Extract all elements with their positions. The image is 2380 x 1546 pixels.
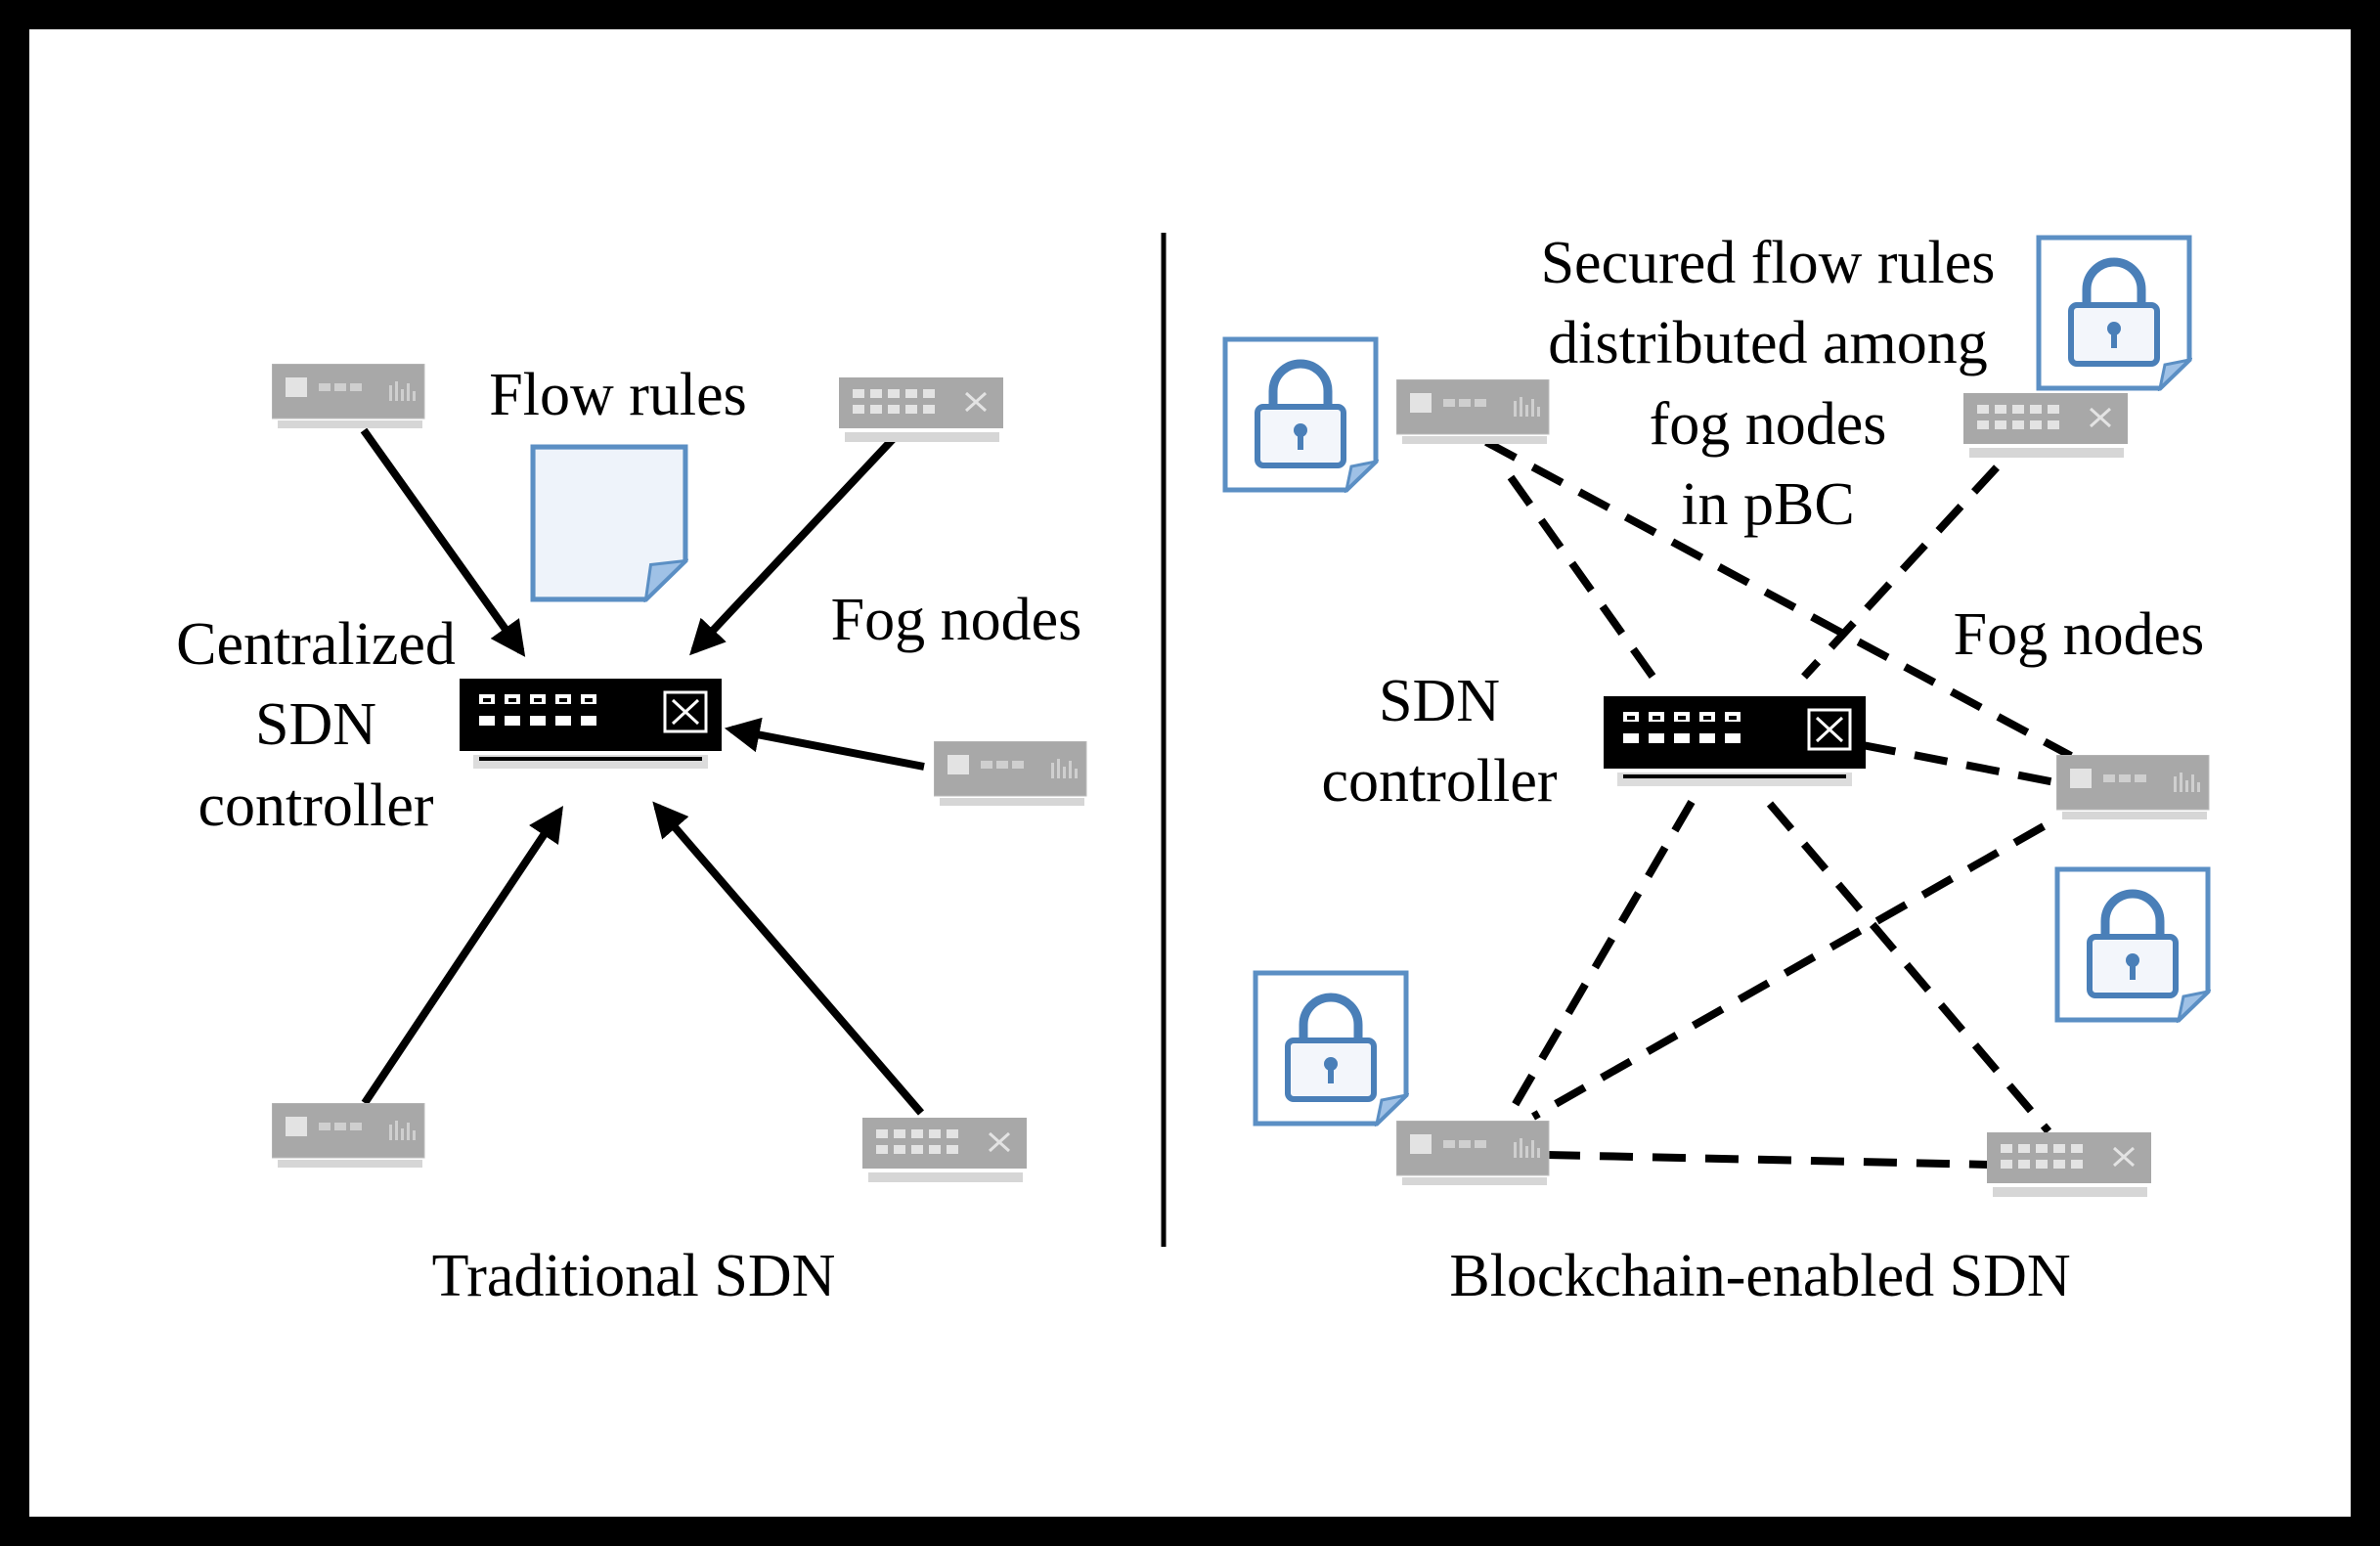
secured-flow-rules-lock-icon — [1225, 339, 1376, 490]
sdn-controller-label: SDN controller — [1321, 668, 1558, 816]
traditional-sdn-panel — [272, 364, 1087, 1184]
link-h — [1546, 1151, 1991, 1169]
pbc-dashed-links — [1484, 438, 2073, 1169]
fog-nodes-label-right: Fog nodes — [1953, 601, 2205, 668]
blockchain-sdn-caption: Blockchain-enabled SDN — [1449, 1243, 2071, 1309]
fog-nodes-label-left: Fog nodes — [830, 587, 1082, 653]
fog-node-server-icon — [1396, 1121, 1550, 1186]
fog-node-server-icon — [272, 1103, 425, 1169]
arrow-right — [724, 717, 925, 771]
traditional-sdn-caption: Traditional SDN — [431, 1243, 836, 1309]
flow-rules-label: Flow rules — [489, 362, 747, 428]
arrow-top-right — [689, 434, 898, 656]
arrow-top-left — [360, 427, 526, 657]
fog-node-server-icon — [2056, 755, 2210, 820]
secured-flow-rules-lock-icon — [2057, 869, 2208, 1020]
flow-rules-document-icon — [533, 447, 685, 599]
secured-flow-rules-lock-icon — [2039, 238, 2189, 388]
link-f — [1766, 801, 2052, 1134]
blockchain-sdn-panel — [1225, 238, 2210, 1199]
sdn-controller-icon — [1604, 696, 1868, 788]
fog-node-server-icon — [934, 741, 1087, 807]
link-g — [1531, 822, 2046, 1121]
centralized-controller-icon — [460, 679, 724, 771]
fog-node-switch-icon — [862, 1118, 1029, 1184]
flow-arrows — [360, 427, 925, 1116]
secured-flow-rules-lock-icon — [1256, 973, 1406, 1124]
link-a — [1507, 474, 1662, 687]
arrow-bottom-right — [652, 801, 925, 1116]
link-c — [1801, 464, 2000, 680]
link-d — [1862, 741, 2061, 787]
fog-node-switch-icon — [839, 377, 1005, 444]
fog-node-switch-icon — [1987, 1132, 2153, 1199]
fog-node-server-icon — [1396, 379, 1550, 445]
arrow-bottom-left — [361, 806, 563, 1106]
fog-node-server-icon — [272, 364, 425, 429]
centralized-controller-label: Centralized SDN controller — [176, 611, 456, 839]
link-b — [1484, 438, 2073, 760]
secured-flow-rules-label: Secured flow rules distributed among fog… — [1540, 230, 1996, 539]
link-e — [1502, 799, 1696, 1124]
